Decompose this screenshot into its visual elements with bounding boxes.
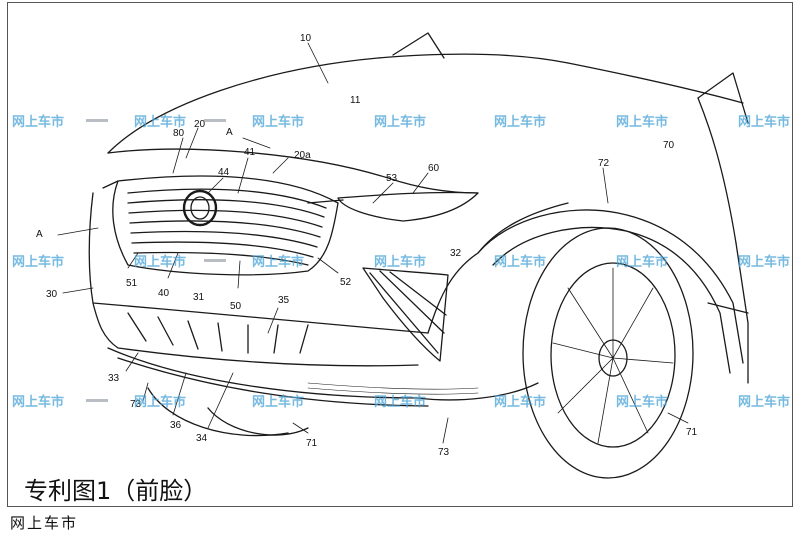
ref-52: 52 <box>340 277 352 288</box>
watermark-r1c1: 网上车市 <box>12 115 65 130</box>
watermark-r1c4: 网上车市 <box>374 115 427 130</box>
ref-34: 34 <box>196 433 208 444</box>
ref-53: 53 <box>386 173 398 184</box>
ref-41: 41 <box>244 147 256 158</box>
watermark-r3c1: 网上车市 <box>12 395 65 410</box>
watermark-dash <box>86 119 108 122</box>
ref-20a: 20a <box>294 150 311 161</box>
ref-10: 10 <box>300 33 312 44</box>
watermark-r3c5: 网上车市 <box>494 395 547 410</box>
ref-20: 20 <box>194 119 206 130</box>
watermark-r1c5: 网上车市 <box>494 115 547 130</box>
ref-80: 80 <box>173 128 185 139</box>
figure-caption: 专利图1（前脸） <box>22 471 210 506</box>
ref-36: 36 <box>170 420 182 431</box>
ref-73-left: 73 <box>130 399 142 410</box>
watermark-r2c1: 网上车市 <box>12 255 65 270</box>
watermark-r2c4: 网上车市 <box>374 255 427 270</box>
watermark-r2c3: 网上车市 <box>252 255 305 270</box>
watermark-r3c3: 网上车市 <box>252 395 305 410</box>
watermark-r3c7: 网上车市 <box>738 395 791 410</box>
watermark-r2c6: 网上车市 <box>616 255 669 270</box>
ref-70: 70 <box>663 140 675 151</box>
ref-31: 31 <box>193 292 205 303</box>
watermark-r1c3: 网上车市 <box>252 115 305 130</box>
ref-73-mid: 73 <box>438 447 450 458</box>
watermark-dash <box>204 259 226 262</box>
watermark-r1c2: 网上车市 <box>134 115 187 130</box>
ref-40: 40 <box>158 288 170 299</box>
watermark-r1c6: 网上车市 <box>616 115 669 130</box>
watermark-r3c2: 网上车市 <box>134 395 187 410</box>
ref-11: 11 <box>350 95 361 106</box>
car-front-line-drawing: 10 11 20 80 A 41 20a 44 60 53 72 70 A 32… <box>36 32 749 479</box>
watermark-dash <box>204 119 226 122</box>
ref-72: 72 <box>598 158 610 169</box>
watermark-r2c5: 网上车市 <box>494 255 547 270</box>
reference-numbers: 10 11 20 80 A 41 20a 44 60 53 72 70 A 32… <box>36 33 698 458</box>
watermark-r3c6: 网上车市 <box>616 395 669 410</box>
ref-A-left: A <box>36 229 43 240</box>
ref-71-right: 71 <box>686 427 698 438</box>
ref-30: 30 <box>46 289 58 300</box>
watermark-dash <box>86 399 108 402</box>
ref-51: 51 <box>126 278 138 289</box>
ref-A-top: A <box>226 127 233 138</box>
ref-35: 35 <box>278 295 290 306</box>
ref-32: 32 <box>450 248 462 259</box>
source-label: 网上车市 <box>10 514 79 532</box>
watermark-r2c2: 网上车市 <box>134 255 187 270</box>
watermark-r1c7: 网上车市 <box>738 115 791 130</box>
ref-50: 50 <box>230 301 242 312</box>
ref-44: 44 <box>218 167 230 178</box>
ref-33: 33 <box>108 373 120 384</box>
watermark-r2c7: 网上车市 <box>738 255 791 270</box>
patent-drawing-frame: 10 11 20 80 A 41 20a 44 60 53 72 70 A 32… <box>7 2 793 507</box>
ref-71-mid: 71 <box>306 438 318 449</box>
watermark-r3c4: 网上车市 <box>374 395 427 410</box>
ref-60: 60 <box>428 163 440 174</box>
